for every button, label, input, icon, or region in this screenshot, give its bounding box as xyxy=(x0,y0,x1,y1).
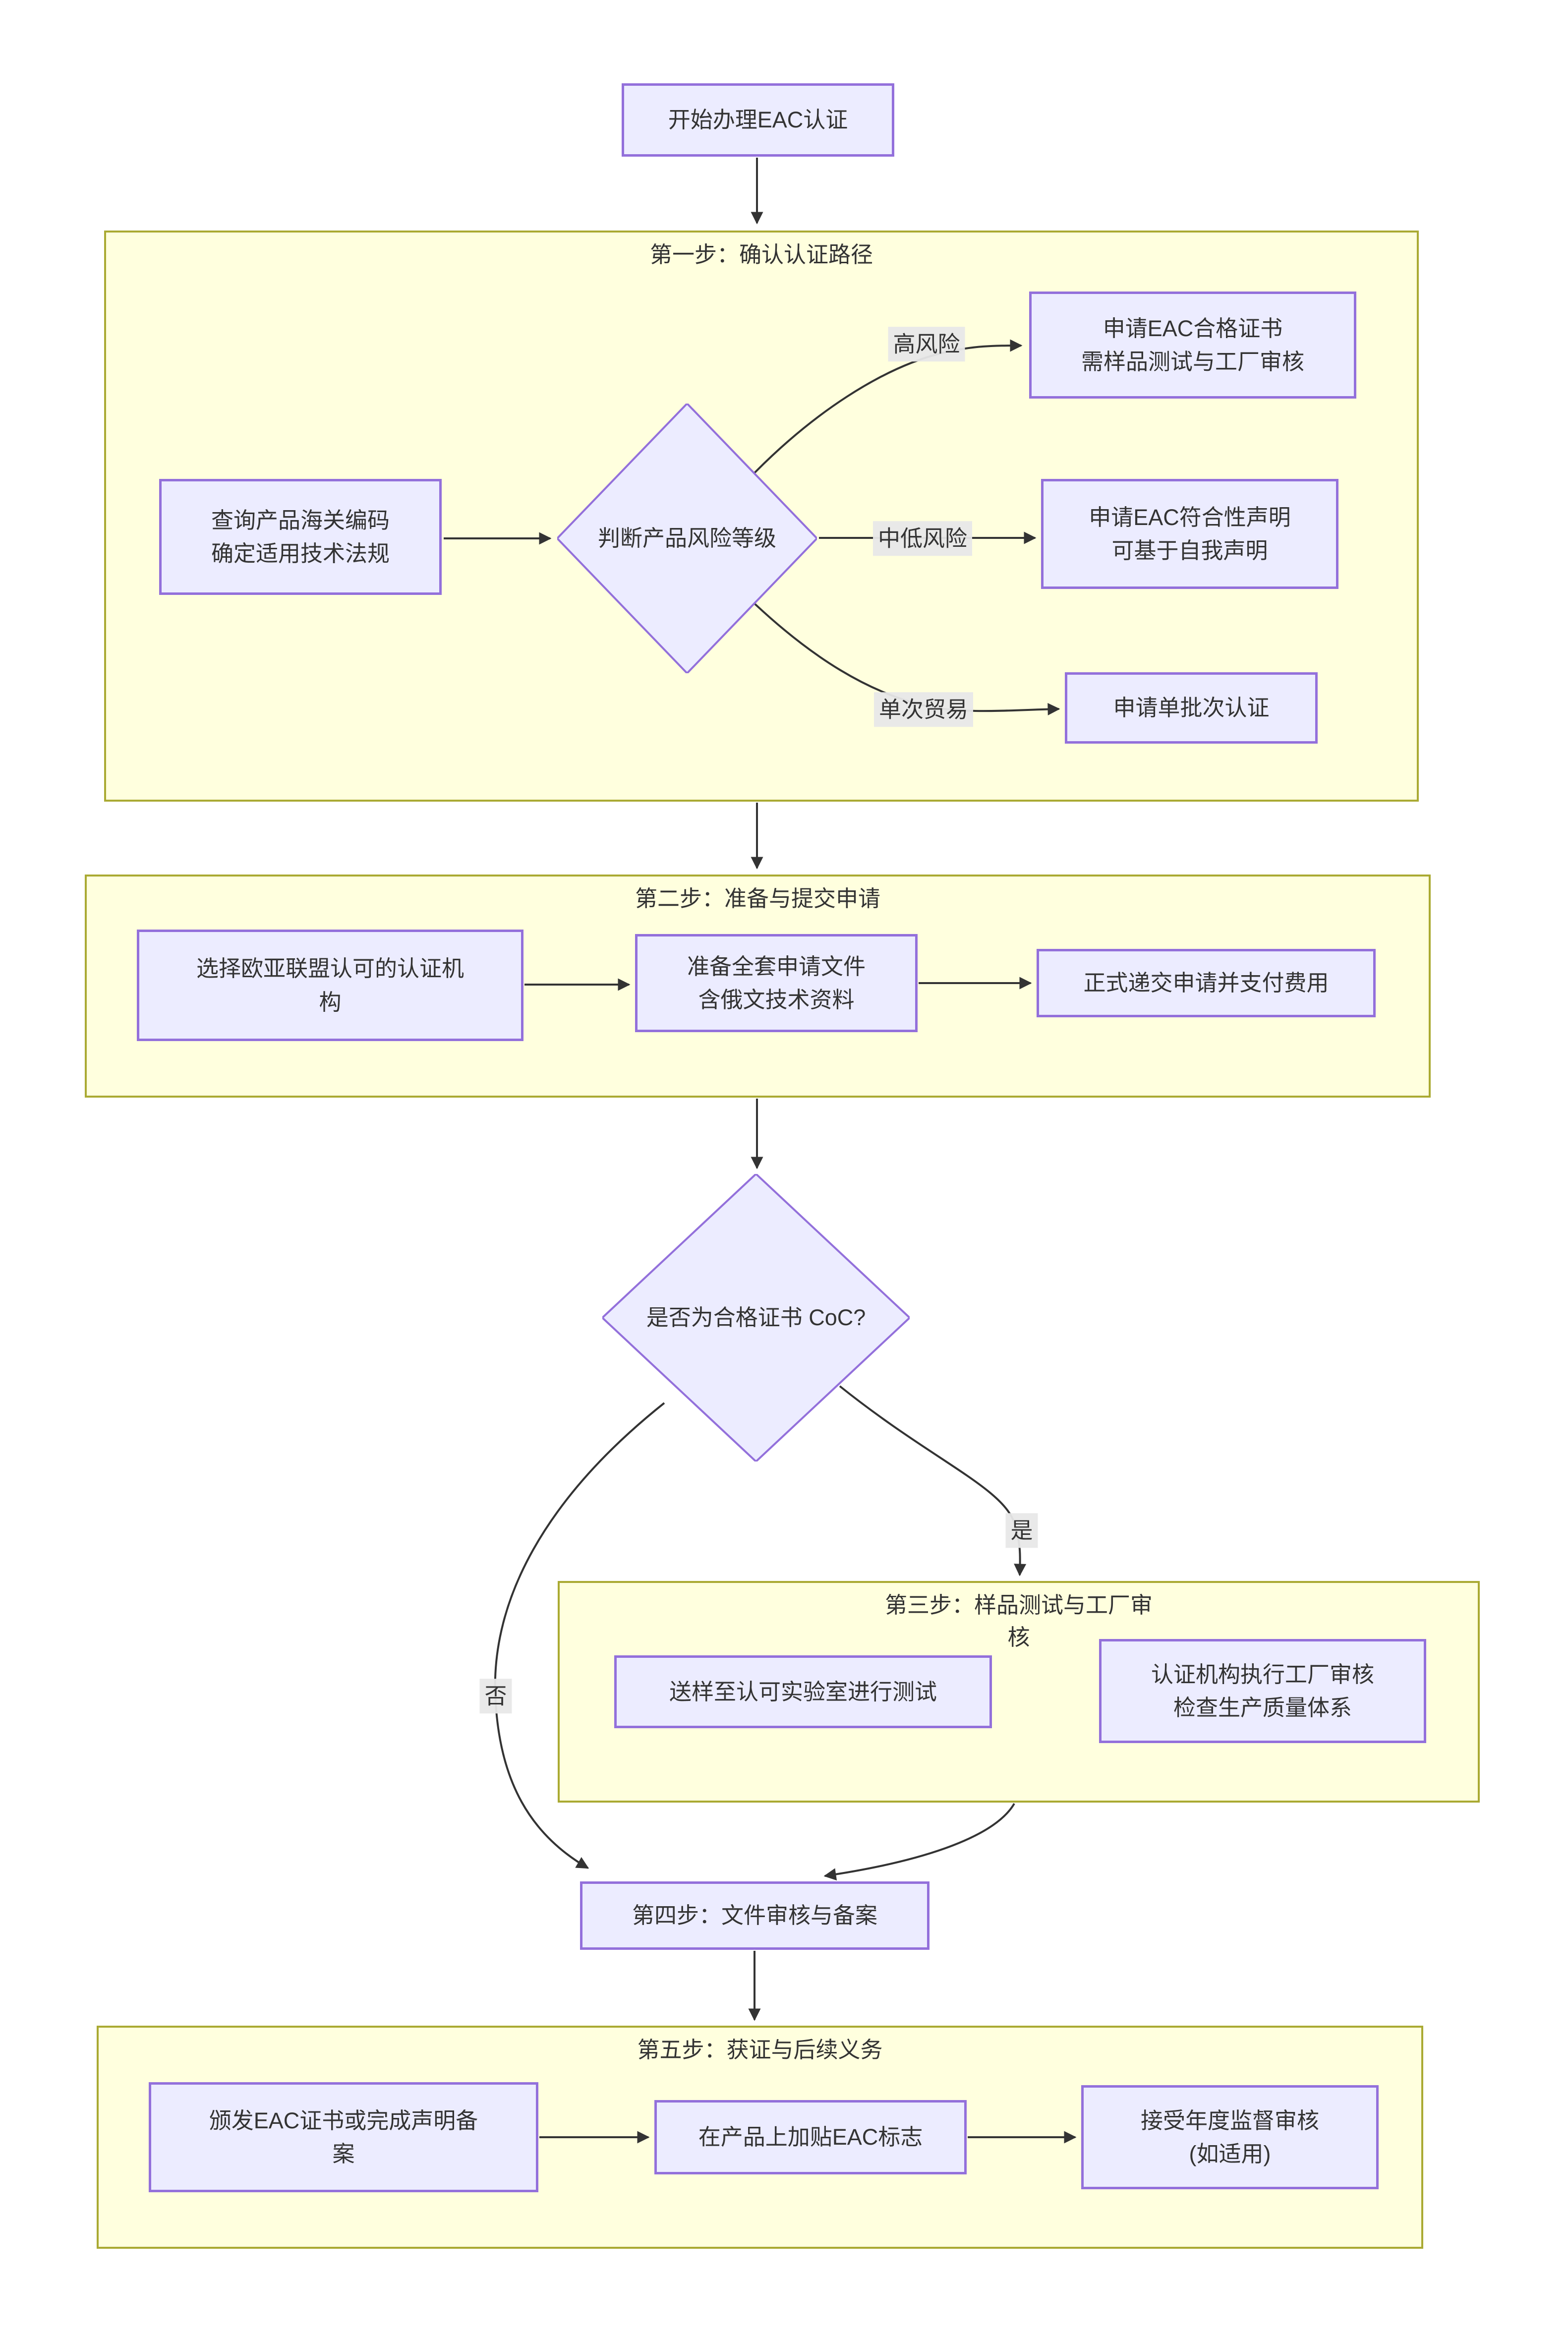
edge-yes-to-step3 xyxy=(839,1385,1027,1577)
diamond-shape xyxy=(602,1174,910,1461)
node-issue-cert: 颁发EAC证书或完成声明备 案 xyxy=(149,2082,538,2192)
section-step5-title: 第五步：获证与后续义务 xyxy=(637,2037,883,2062)
node-query-hs: 查询产品海关编码 确定适用技术法规 xyxy=(159,479,442,595)
section-step3-title: 第三步：样品测试与工厂审 核 xyxy=(884,1592,1153,1650)
edge-label-no: 否 xyxy=(479,1679,512,1713)
node-risk-decision-label: 判断产品风险等级 xyxy=(597,526,776,551)
edge-no-to-step4 xyxy=(494,1402,665,1869)
node-doc-path: 申请EAC符合性声明 可基于自我声明 xyxy=(1041,479,1338,589)
edge-risk-to-coc xyxy=(749,339,1023,479)
node-prepare-docs: 准备全套申请文件 含俄文技术资料 xyxy=(635,934,918,1032)
edge-label-yes: 是 xyxy=(1005,1513,1038,1548)
edge-label-high-risk: 高风险 xyxy=(888,327,965,361)
edge-label-single-trade: 单次贸易 xyxy=(873,692,974,727)
edge-step3-to-step4 xyxy=(823,1803,1015,1881)
node-coc-path: 申请EAC合格证书 需样品测试与工厂审核 xyxy=(1029,292,1356,399)
node-coc-decision-label: 是否为合格证书 CoC? xyxy=(646,1305,866,1331)
node-coc-decision: 是否为合格证书 CoC? xyxy=(602,1174,910,1461)
node-annual-audit: 接受年度监督审核 (如适用) xyxy=(1081,2085,1379,2189)
section-step2-title: 第二步：准备与提交申请 xyxy=(635,886,881,911)
diamond-shape xyxy=(557,404,817,673)
edge-label-mid-low-risk: 中低风险 xyxy=(872,521,973,556)
node-sample-test: 送样至认可实验室进行测试 xyxy=(614,1655,992,1728)
node-affix-mark: 在产品上加贴EAC标志 xyxy=(654,2100,967,2174)
node-risk-decision: 判断产品风险等级 xyxy=(557,404,817,673)
node-submit-apply: 正式递交申请并支付费用 xyxy=(1037,949,1376,1017)
node-select-body: 选择欧亚联盟认可的认证机 构 xyxy=(137,930,523,1041)
node-step4: 第四步：文件审核与备案 xyxy=(580,1881,929,1950)
start-node: 开始办理EAC认证 xyxy=(622,83,894,157)
node-single-path: 申请单批次认证 xyxy=(1065,672,1318,744)
node-factory-audit: 认证机构执行工厂审核 检查生产质量体系 xyxy=(1099,1639,1426,1743)
section-step1-title: 第一步：确认认证路径 xyxy=(649,242,873,267)
